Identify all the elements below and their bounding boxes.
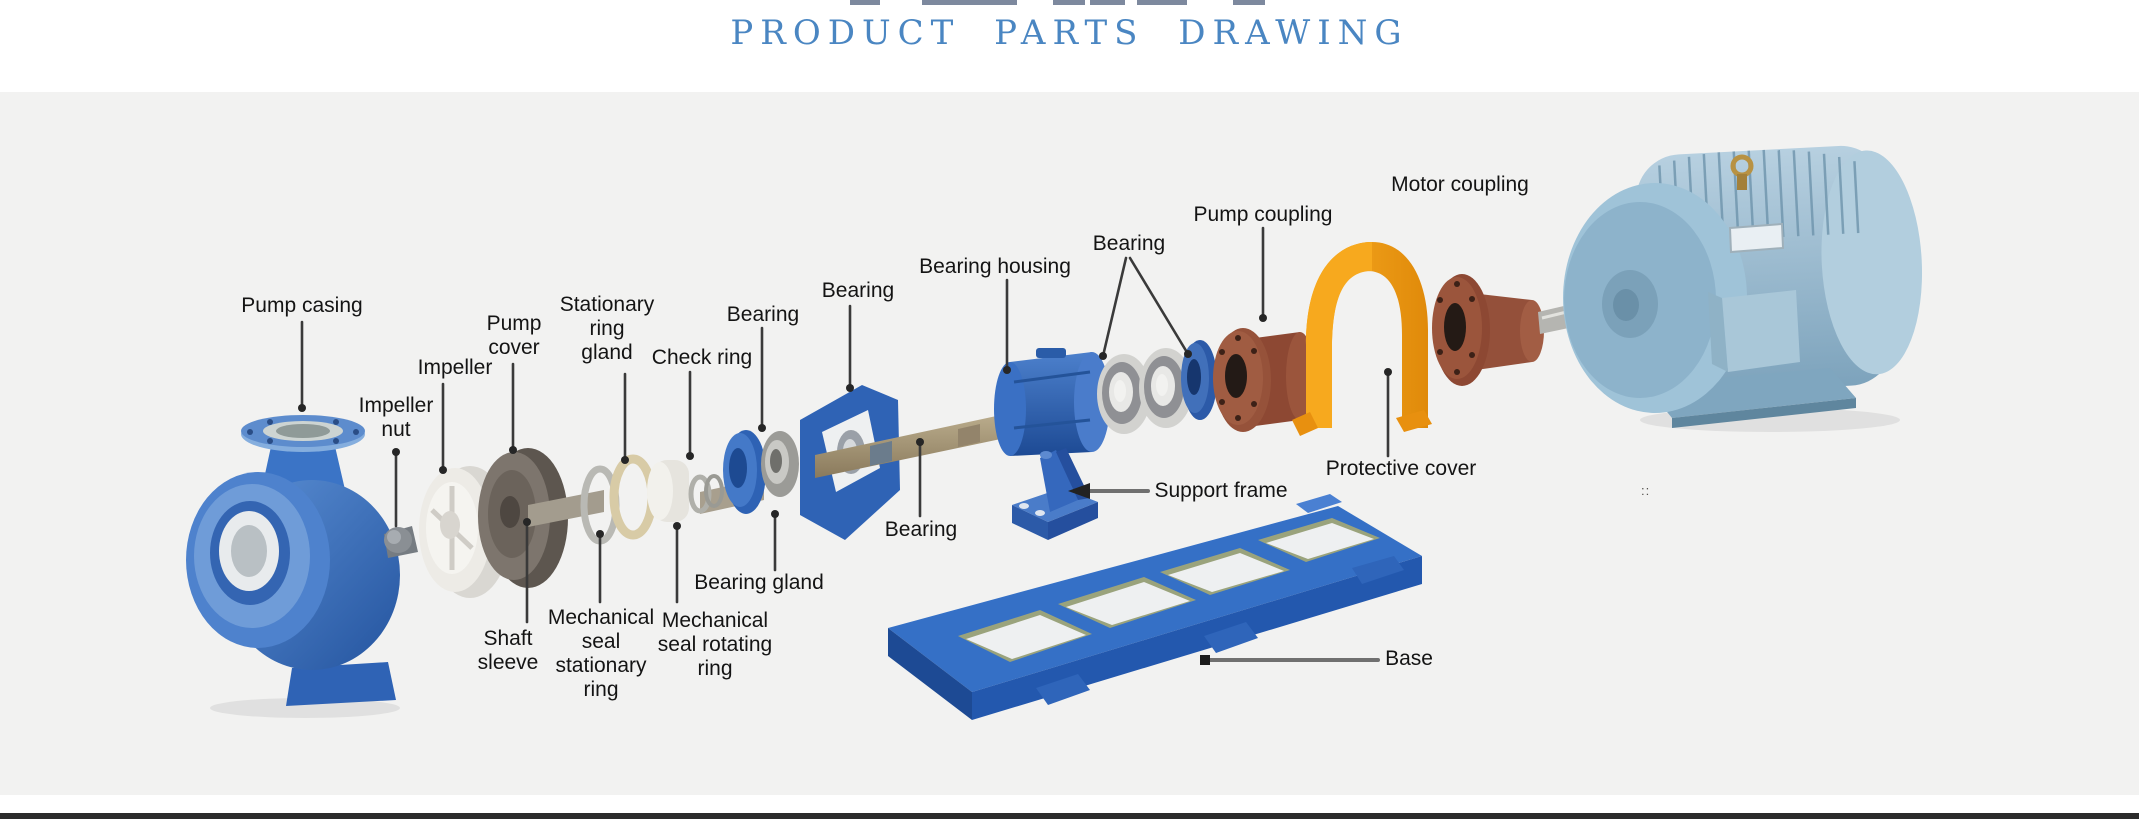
label-base: Base	[1385, 647, 1433, 670]
bearing-housing-part	[994, 348, 1110, 456]
label-pump-casing: Pump casing	[241, 294, 363, 317]
cropped-header-text-remnant	[850, 0, 880, 5]
protective-cover-part	[1292, 242, 1432, 436]
blue-flange-part	[1181, 340, 1217, 420]
base-part	[888, 494, 1422, 720]
motor-coupling-part	[1432, 274, 1544, 386]
stray-mark: ::	[1641, 483, 1651, 498]
impeller-part	[419, 466, 510, 598]
bearing-part-c2	[1139, 348, 1193, 428]
label-bearing-housing: Bearing housing	[919, 255, 1071, 278]
label-impeller: Impeller	[417, 356, 493, 379]
cropped-header-text-remnant	[1137, 0, 1187, 5]
bottom-white-strip	[0, 795, 2139, 813]
cropped-header-text-remnant	[1053, 0, 1085, 5]
label-pump-cover: Pump cover	[486, 312, 542, 359]
pump-coupling-part	[1213, 328, 1314, 432]
check-ring-part	[688, 474, 724, 514]
label-bearing-gland: Bearing gland	[694, 571, 824, 594]
label-protective-cover: Protective cover	[1325, 457, 1477, 480]
pump-shaft-part	[815, 412, 1015, 478]
leader-lines	[298, 226, 1392, 665]
label-impeller-nut: Impeller nut	[358, 394, 434, 441]
cropped-header-text-remnant	[1090, 0, 1125, 5]
bearing-gland-part	[723, 430, 766, 514]
label-mech-seal-stationary: Mechanical seal stationary ring	[547, 606, 655, 701]
stationary-ring-gland-part	[609, 454, 657, 540]
label-stationary-ring-gland: Stationary ring gland	[559, 293, 655, 364]
label-check-ring: Check ring	[651, 346, 753, 369]
mechanical-seal-rotating-ring-part	[647, 460, 689, 522]
pump-casing-part	[186, 415, 400, 718]
label-pump-coupling: Pump coupling	[1193, 203, 1333, 226]
bottom-dark-bar	[0, 813, 2139, 819]
label-bearing-a: Bearing	[726, 303, 800, 326]
label-bearing-b: Bearing	[821, 279, 895, 302]
bearing-part-c1	[1097, 354, 1151, 434]
cropped-header-text-remnant	[1233, 0, 1265, 5]
page-title: PRODUCT PARTS DRAWING	[730, 13, 1409, 53]
label-bearing-c: Bearing	[1092, 232, 1166, 255]
bearing-part-a	[761, 431, 799, 497]
label-bearing-d: Bearing	[884, 518, 958, 541]
cropped-header-text-remnant	[922, 0, 1017, 5]
label-motor-coupling: Motor coupling	[1391, 173, 1529, 196]
label-mech-seal-rotating: Mechanical seal rotating ring	[657, 609, 773, 680]
impeller-nut-part	[384, 526, 418, 558]
label-support-frame: Support frame	[1154, 479, 1288, 502]
motor-part	[1563, 145, 1923, 432]
label-shaft-sleeve: Shaft sleeve	[477, 627, 539, 674]
